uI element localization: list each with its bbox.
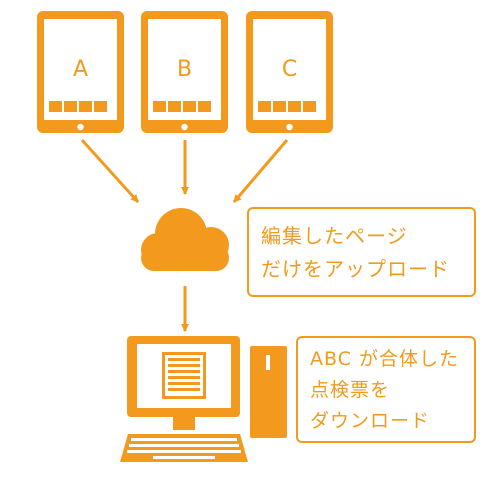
upload-note: 編集したページ だけをアップロード (247, 207, 476, 297)
arrow-c-to-cloud (232, 139, 289, 203)
tablet-icon (246, 11, 333, 133)
cloud-icon (141, 208, 229, 271)
tablet-icon (141, 11, 228, 133)
tablet-a-label: A (73, 57, 88, 82)
tablet-icon (37, 11, 124, 133)
download-note-line-3: ダウンロード (310, 410, 431, 432)
upload-note-line-1: 編集したページ (261, 224, 408, 248)
download-note-line-1: ABC が合体した (310, 348, 460, 370)
tablet-c: C (246, 11, 333, 133)
tablet-c-label: C (282, 57, 297, 82)
tablet-b: B (141, 11, 228, 133)
upload-note-line-2: だけをアップロード (261, 257, 450, 281)
download-note: ABC が合体した 点検票を ダウンロード (296, 336, 476, 443)
download-note-line-2: 点検票を (310, 379, 391, 401)
tablet-a: A (37, 11, 124, 133)
document-icon (162, 352, 206, 399)
tablet-b-label: B (177, 57, 192, 82)
arrow-a-to-cloud (80, 138, 140, 204)
